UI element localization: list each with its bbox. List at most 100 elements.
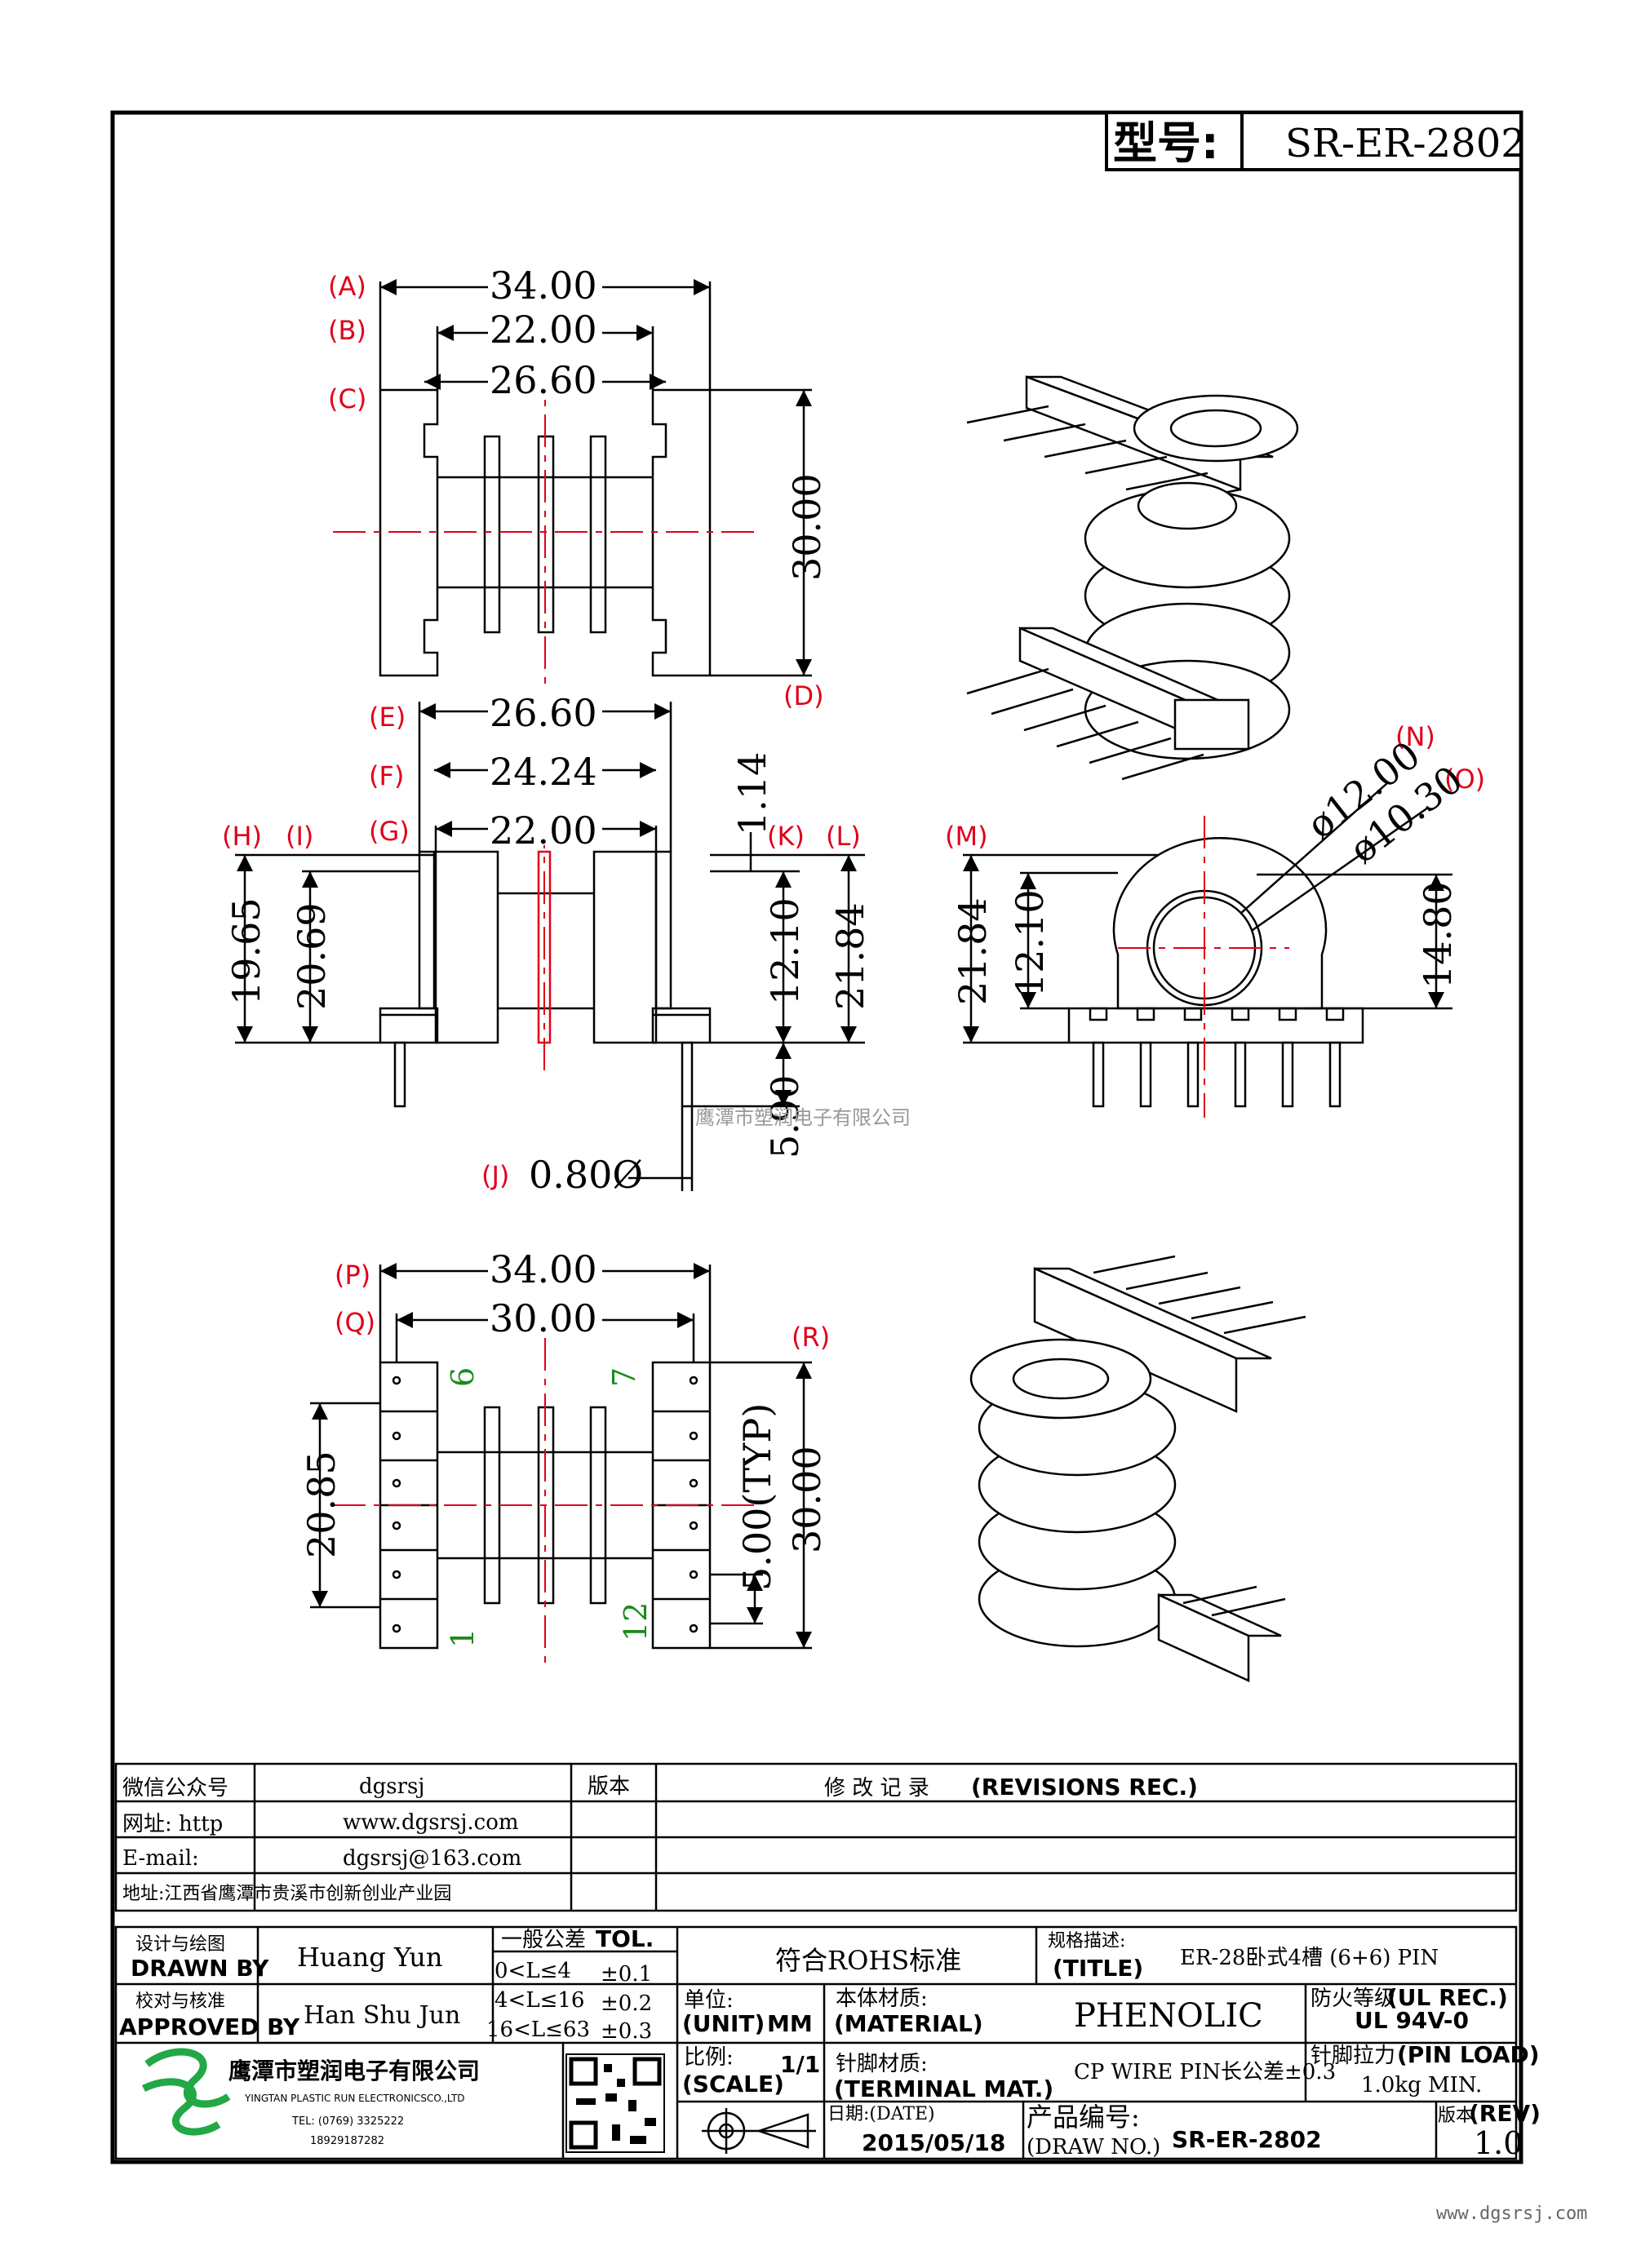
dim-i: 20.69 [290,902,334,1010]
top-view-labels: (A) (B) (C) (D) 34.00 22.00 26.60 30.00 [328,261,829,711]
dim-l: 21.84 [828,902,872,1010]
unit-label: 单位: [684,1988,734,2013]
tag-d: (D) [783,680,824,711]
dim-r-bottom: 30.00 [785,1446,829,1553]
dim-j: 0.80Ø [529,1153,643,1197]
web-label: 网址: http [122,1812,223,1836]
side-view [235,702,865,1191]
front-view [963,782,1452,1118]
model-header: 型号: SR-ER-2802 [1105,111,1526,171]
side-view-labels: (E) (F) (G) (H) (I) (K) (L) (J) 26.60 24… [222,691,872,1197]
iso-view-bottom [969,1255,1306,1682]
spec-value: ER-28卧式4槽 (6+6) PIN [1180,1946,1439,1970]
dim-b: 22.00 [490,308,597,352]
company-mobile: 18929187282 [310,2135,384,2147]
dim-height: 20.85 [299,1451,344,1558]
rohs-text: 符合ROHS标准 [775,1945,961,1976]
dim-m: 21.84 [951,897,995,1005]
dim-a: 34.00 [490,264,597,308]
watermark: 鹰潭市塑润电子有限公司 [695,1106,911,1129]
company-tel: TEL: (0769) 3325222 [291,2115,404,2128]
approver-name: Han Shu Jun [304,2001,460,2030]
tol-value-1: ±0.1 [601,1962,652,1987]
fire-value: UL 94V-0 [1355,2007,1469,2034]
tag-b: (B) [328,315,366,346]
tol-value-2: ±0.2 [601,1991,652,2016]
dim-c: 26.60 [490,358,597,402]
dim-f: 24.24 [490,750,597,794]
company-logo-icon [141,2048,231,2136]
wechat-value: dgsrsj [359,1774,424,1799]
tag-n: (N) [1395,721,1435,752]
tag-m: (M) [945,821,988,852]
tol-label: 一般公差 [501,1928,586,1952]
revisions-label: 修 改 记 录 [824,1776,929,1801]
tol-range-2: 4<L≤16 [494,1988,584,2013]
rev-value: 1.0 [1474,2125,1523,2161]
dim-g: 22.00 [490,808,597,853]
bottom-view-labels: (P) (Q) (R) 34.00 30.00 20.85 5.00(TYP) … [299,1247,830,1648]
designer-name: Huang Yun [297,1942,442,1973]
spec-label: 规格描述: [1048,1931,1125,1951]
model-number: SR-ER-2802 [1285,121,1526,166]
pin-load-label-en: (PIN LOAD) [1397,2041,1540,2068]
unit-value: MM [767,2010,813,2037]
tag-k: (K) [767,821,805,852]
drawno-label-en: (DRAW NO.) [1027,2135,1160,2159]
company-logo-block: 鹰潭市塑润电子有限公司 YINGTAN PLASTIC RUN ELECTRON… [141,2048,665,2153]
material-value: PHENOLIC [1074,1997,1263,2035]
revisions-en: (REVISIONS REC.) [971,1774,1198,1801]
tag-j: (J) [481,1160,509,1191]
tag-r: (R) [792,1322,830,1353]
company-name-cn: 鹰潭市塑润电子有限公司 [228,2058,480,2084]
drawno-label: 产品编号: [1027,2102,1140,2133]
material-label: 本体材质: [836,1987,928,2011]
unit-label-en: (UNIT) [682,2010,765,2037]
dim-q: 30.00 [490,1296,597,1340]
wechat-label: 微信公众号 [122,1776,228,1801]
approver-label: 校对与核准 [135,1991,225,2012]
tag-p: (P) [335,1260,370,1291]
tag-i: (I) [286,821,313,852]
fire-label-en: (UL REC.) [1387,1984,1508,2011]
tag-l: (L) [826,821,861,852]
dim-slot-front: 12.10 [1008,889,1052,997]
web-value: www.dgsrsj.com [343,1810,519,1835]
drawno-value: SR-ER-2802 [1172,2126,1322,2153]
terminal-label-en: (TERMINAL MAT.) [834,2075,1053,2102]
tag-e: (E) [369,702,406,733]
designer-label: 设计与绘图 [135,1934,225,1955]
rev-label: 版本 [1438,2106,1474,2126]
scale-label: 比例: [684,2045,734,2070]
tag-q: (Q) [335,1307,375,1338]
top-view [333,279,812,685]
tol-label-en: TOL. [596,1925,654,1952]
scale-value: 1/1 [780,2051,820,2078]
date-value: 2015/05/18 [862,2129,1005,2156]
title-block-text: 设计与绘图 DRAWN BY Huang Yun 校对与核准 APPROVED … [119,1925,1541,2161]
dim-k: 1.14 [730,752,774,835]
footer-url: www.dgsrsj.com [1436,2204,1587,2224]
bottom-view [310,1263,812,1664]
dim-slot-side: 12.10 [763,897,807,1005]
tol-value-3: ±0.3 [601,2019,652,2044]
tag-h: (H) [222,821,262,852]
dim-r-front: 14.80 [1416,881,1460,989]
info-block [114,1762,1518,1912]
tag-o: (O) [1444,764,1485,795]
tag-c: (C) [328,383,366,414]
projection-symbol-icon [702,2108,816,2154]
title-block [114,1925,1518,2160]
dim-pitch: 5.00(TYP) [735,1403,779,1591]
front-view-labels: (M) (N) (O) 21.84 12.10 ø12.00 ø10.30 14… [945,721,1485,1005]
material-label-en: (MATERIAL) [834,2010,983,2037]
qr-code-icon [565,2053,665,2153]
dim-p: 34.00 [490,1247,597,1291]
tag-f: (F) [369,760,404,791]
company-name-en: YINGTAN PLASTIC RUN ELECTRONICSCO.,LTD [244,2093,465,2104]
pin-load-value: 1.0kg MIN. [1361,2073,1482,2097]
pin-label-6: 6 [445,1367,481,1387]
approved-by-label: APPROVED BY [119,2013,300,2040]
tag-a: (A) [328,271,366,302]
info-block-text: 微信公众号 dgsrsj 网址: http www.dgsrsj.com E-m… [122,1774,1198,1904]
